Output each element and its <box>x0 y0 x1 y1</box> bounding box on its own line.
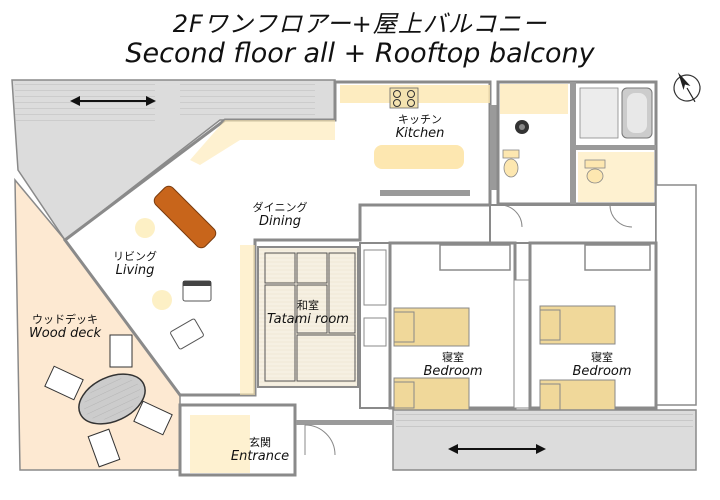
entrance-label-en: Entrance <box>230 449 290 464</box>
door-swing <box>609 204 633 228</box>
double-arrow-icon-2 <box>448 444 546 454</box>
plan-title-japanese: 2Fワンフロアー+屋上バルコニー <box>172 10 548 38</box>
room-label-wood-deck: ウッドデッキ Wood deck <box>15 313 115 341</box>
sofa-icon <box>153 185 217 249</box>
bedroom-2-label-jp: 寝室 <box>591 351 613 364</box>
kitchen-counter-line <box>380 190 470 196</box>
kitchen-label-en: Kitchen <box>395 126 445 141</box>
kitchen-wall-stub <box>490 105 498 190</box>
living-label-en: Living <box>115 263 155 278</box>
room-label-tatami: 和室 Tatami room <box>258 299 358 327</box>
room-label-bedroom-1: 寝室 Bedroom <box>413 351 493 379</box>
wood-deck-label-en: Wood deck <box>28 326 102 341</box>
double-arrow-icon <box>70 96 156 106</box>
wood-deck-label-jp: ウッドデッキ <box>32 313 98 326</box>
bedroom-2-label-en: Bedroom <box>572 364 632 379</box>
tatami-label-jp: 和室 <box>297 299 319 312</box>
armchair-icon <box>170 280 212 350</box>
shower-area <box>579 87 619 139</box>
room-label-kitchen: キッチン Kitchen <box>370 113 470 141</box>
coffee-table <box>152 290 172 310</box>
washbasin-icon <box>515 120 529 134</box>
tatami-room <box>257 246 359 388</box>
room-label-bedroom-2: 寝室 Bedroom <box>562 351 642 379</box>
bottom-balcony <box>392 409 697 471</box>
stove-icon <box>389 87 419 109</box>
living-label-jp: リビング <box>113 250 157 263</box>
entrance-area <box>178 403 393 477</box>
plan-title-english: Second floor all + Rooftop balcony <box>125 38 595 69</box>
bedroom-1-label-jp: 寝室 <box>442 351 464 364</box>
dining-label-en: Dining <box>259 214 301 229</box>
room-label-entrance: 玄関 Entrance <box>218 436 302 464</box>
dining-label-jp: ダイニング <box>252 201 308 214</box>
hallway <box>489 204 657 244</box>
north-arrow-icon <box>673 72 701 103</box>
bed-icon <box>393 307 470 413</box>
floor-lamp <box>135 218 155 238</box>
room-label-dining: ダイニング Dining <box>230 201 330 229</box>
door-swing <box>499 204 523 228</box>
room-label-living: リビング Living <box>95 250 175 278</box>
bathtub-icon <box>621 87 653 139</box>
dining-table-icon <box>78 373 146 425</box>
bed-icon-2 <box>539 305 616 415</box>
closet-column <box>359 242 391 409</box>
toilet-icon-2 <box>584 159 606 184</box>
right-balcony <box>655 184 697 406</box>
toilet-icon <box>502 149 520 178</box>
tatami-label-en: Tatami room <box>267 312 349 327</box>
deck-chair-icon <box>44 334 173 468</box>
kitchen-label-jp: キッチン <box>398 113 442 126</box>
bedroom-1-label-en: Bedroom <box>423 364 483 379</box>
kitchen-island <box>374 145 464 169</box>
entrance-label-jp: 玄関 <box>249 436 271 449</box>
